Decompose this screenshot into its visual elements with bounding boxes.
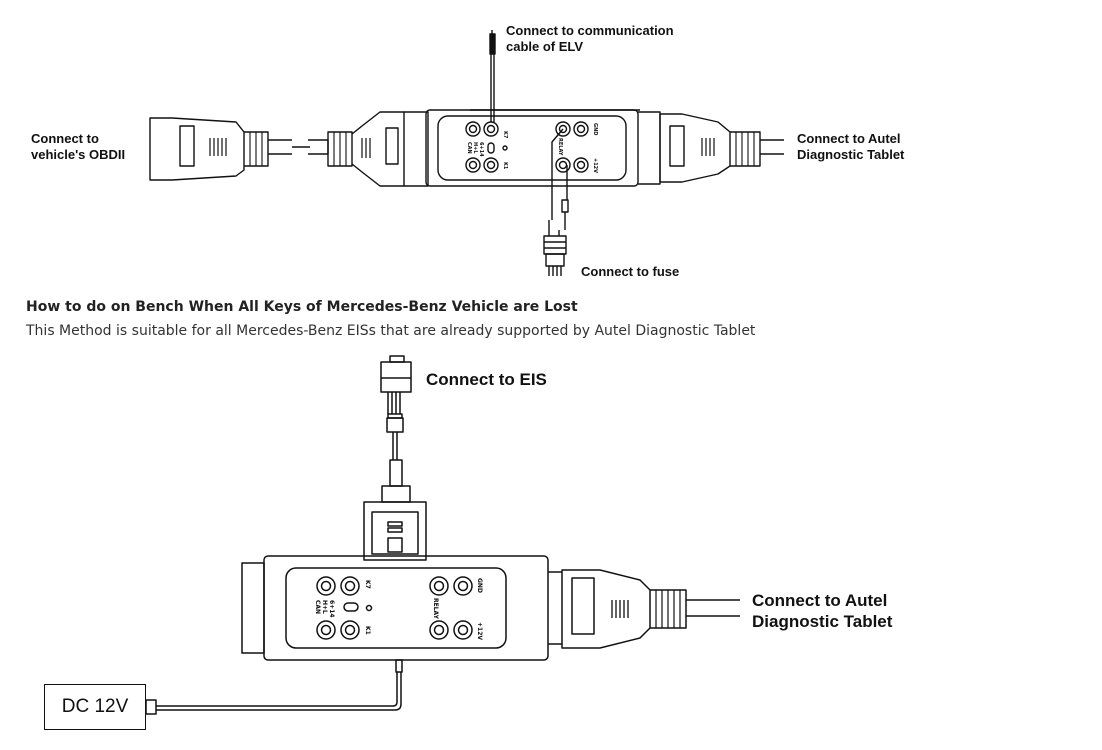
label-fuse: Connect to fuse (581, 264, 680, 279)
label-tablet-bottom-line1: Connect to Autel (752, 591, 888, 610)
obd-connector-tablet-bottom (561, 569, 740, 649)
port-gnd-label: GND (592, 123, 598, 135)
fuse-cable (543, 128, 569, 276)
dc-power-cable (145, 659, 403, 715)
port-k1-label-bottom: K1 (364, 626, 371, 635)
label-elv-cable: Connect to communication cable of ELV (506, 23, 674, 55)
port-can-l-label-bottom: 6+14 (328, 600, 335, 618)
label-elv-line2: cable of ELV (506, 39, 584, 54)
obd-connector-middle (308, 111, 429, 187)
port-can-h-label-bottom: H+L (321, 600, 328, 614)
port-12v-label-bottom: +12V (476, 622, 483, 640)
port-can-label-bottom: CAN (314, 600, 321, 614)
port-k7-label-bottom: K7 (364, 580, 371, 589)
port-can-h-label: H+L (472, 142, 478, 154)
adapter-box-bottom (241, 555, 562, 661)
port-12v-label: +12V (592, 158, 598, 173)
label-tablet-top-line1: Connect to Autel (797, 131, 901, 146)
label-vehicle-obd-line1: Connect to (31, 131, 99, 146)
db-connector (363, 485, 427, 561)
label-vehicle-obd-line2: vehicle's OBDII (31, 147, 126, 162)
elv-cable (489, 30, 496, 122)
port-relay-label: RELAY (557, 138, 563, 156)
eis-connector (380, 355, 412, 487)
label-tablet-top-line2: Diagnostic Tablet (797, 147, 905, 162)
port-k1-label: K1 (502, 162, 508, 170)
port-gnd-label-bottom: GND (476, 578, 483, 593)
port-can-l-label: 6+14 (478, 142, 484, 157)
label-vehicle-obd: Connect to vehicle's OBDII (31, 131, 125, 163)
obd-connector-right (638, 111, 784, 185)
label-tablet-bottom: Connect to Autel Diagnostic Tablet (752, 590, 892, 632)
obd-connector-left (149, 117, 310, 181)
section-description: This Method is suitable for all Mercedes… (26, 323, 756, 339)
port-relay-label-bottom: RELAY (432, 598, 439, 620)
adapter-box-top (425, 109, 640, 187)
top-wiring-diagram: K7 CAN H+L 6+14 K1 RELAY GND +12V (149, 30, 784, 276)
label-tablet-bottom-line2: Diagnostic Tablet (752, 612, 893, 631)
section-heading: How to do on Bench When All Keys of Merc… (26, 299, 578, 315)
dc-power-box: DC 12V (44, 684, 146, 730)
port-k7-label: K7 (502, 131, 508, 139)
port-can-label: CAN (466, 142, 472, 154)
dc-power-label: DC 12V (61, 696, 129, 717)
port-labels-bottom: K7 CAN H+L 6+14 K1 RELAY GND +12V (314, 578, 483, 640)
label-elv-line1: Connect to communication (506, 23, 674, 38)
label-eis: Connect to EIS (426, 370, 547, 389)
label-tablet-top: Connect to Autel Diagnostic Tablet (797, 131, 904, 163)
port-labels-top: K7 CAN H+L 6+14 K1 RELAY GND +12V (466, 123, 598, 173)
